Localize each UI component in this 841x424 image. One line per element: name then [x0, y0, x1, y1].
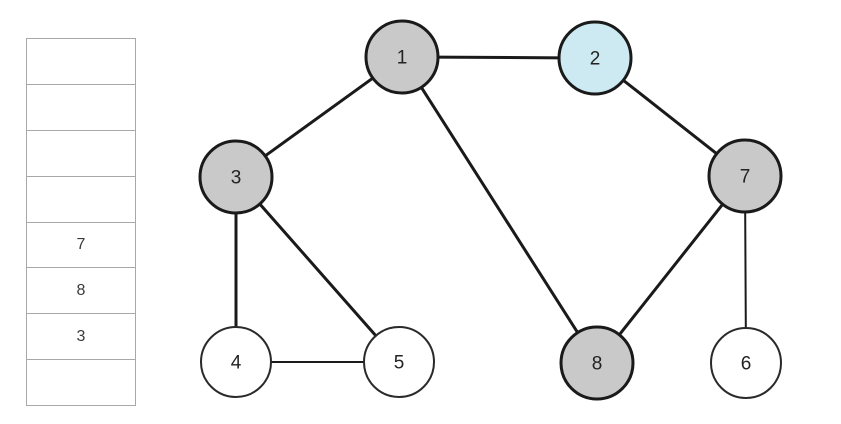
node-circle-8[interactable] — [559, 325, 635, 401]
stack-cell-0[interactable] — [26, 38, 136, 85]
edge-7-6 — [744, 208, 747, 332]
edge-layer — [234, 55, 747, 363]
graph-node-6[interactable]: 6 — [710, 327, 782, 399]
stack-cell-7[interactable] — [26, 359, 136, 407]
stack-row — [26, 38, 136, 85]
graph-node-2[interactable]: 2 — [557, 20, 633, 96]
graph-node-1[interactable]: 1 — [364, 19, 440, 95]
graph-node-7[interactable]: 7 — [707, 138, 783, 214]
stack-row — [26, 175, 136, 223]
node-circle-3[interactable] — [198, 139, 274, 215]
graph-node-3[interactable]: 3 — [198, 139, 274, 215]
graph-node-4[interactable]: 4 — [200, 326, 272, 398]
edge-1-3 — [262, 75, 376, 159]
node-circle-7[interactable] — [707, 138, 783, 214]
node-circle-4[interactable] — [200, 326, 272, 398]
stack-cell-2[interactable] — [26, 129, 136, 177]
stack-row: 3 — [26, 313, 136, 361]
node-circle-5[interactable] — [363, 326, 435, 398]
stack-row — [26, 129, 136, 177]
stack-cell-4[interactable]: 7 — [26, 221, 136, 269]
graph-node-8[interactable]: 8 — [559, 325, 635, 401]
node-circle-1[interactable] — [364, 19, 440, 95]
stack-row — [26, 359, 136, 407]
edge-1-2 — [434, 55, 563, 60]
edge-2-7 — [620, 77, 720, 157]
stack-row: 7 — [26, 221, 136, 269]
node-circle-2[interactable] — [557, 20, 633, 96]
graph-node-5[interactable]: 5 — [363, 326, 435, 398]
stack-cell-6[interactable]: 3 — [26, 313, 136, 361]
node-layer: 1 2 3 7 4 5 8 6 — [198, 19, 783, 401]
edge-1-8 — [418, 84, 581, 336]
node-circle-6[interactable] — [710, 327, 782, 399]
edge-7-8 — [616, 201, 726, 338]
stack-cell-3[interactable] — [26, 175, 136, 223]
edge-3-5 — [256, 201, 379, 339]
